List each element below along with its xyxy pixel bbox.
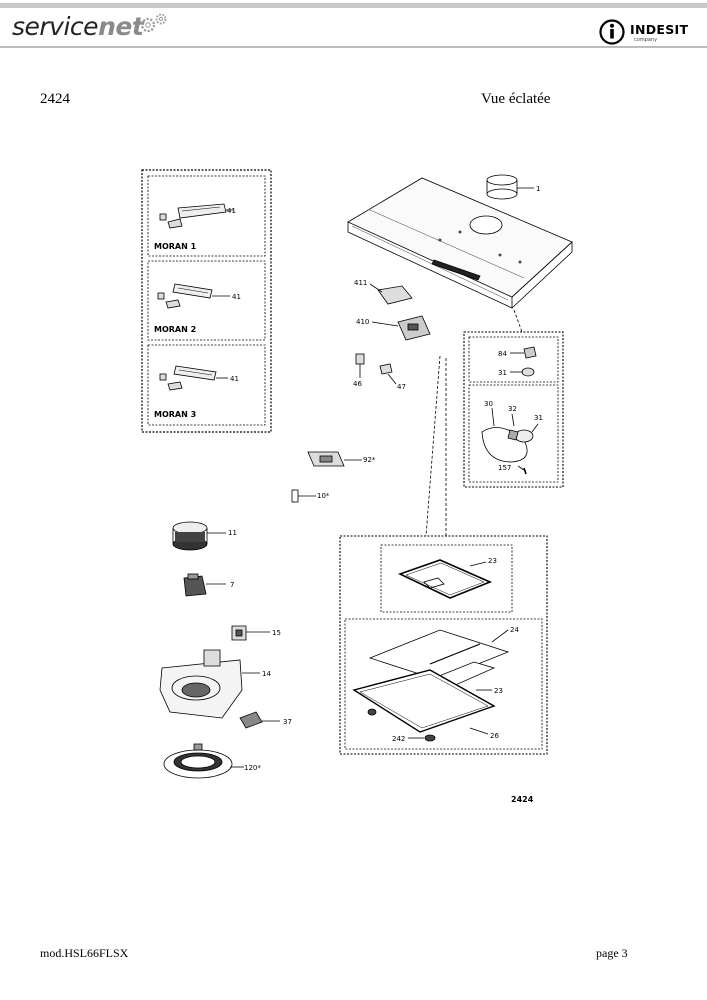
callout-32: 32: [508, 405, 517, 413]
callout-41b: 41: [232, 293, 241, 301]
page-header: servicenet INDESIT company: [0, 0, 707, 52]
part-1-collar: [486, 174, 534, 200]
indesit-i-icon: [599, 19, 625, 45]
callout-26: 26: [490, 732, 499, 740]
moran1-part: [159, 203, 234, 229]
lamp-detail-box: [463, 309, 564, 488]
part-120-plate: [163, 743, 244, 779]
servicenet-logo-a: service: [12, 12, 99, 41]
part-10: [291, 489, 316, 503]
callout-31b: 31: [534, 414, 543, 422]
callout-47: 47: [397, 383, 406, 391]
part-92: [307, 451, 362, 467]
callout-7: 7: [230, 581, 234, 589]
document-ref: 2424: [40, 91, 70, 107]
callout-411: 411: [354, 279, 367, 287]
header-rule-bottom: [0, 46, 707, 48]
part-14-housing: [159, 649, 260, 719]
callout-41c: 41: [230, 375, 239, 383]
moran2-label: MORAN 2: [154, 325, 196, 334]
callout-242: 242: [392, 735, 405, 743]
callout-15: 15: [272, 629, 281, 637]
moran3-part: [159, 365, 228, 391]
callout-11: 11: [228, 529, 237, 537]
hood-body: [347, 177, 573, 309]
callout-14: 14: [262, 670, 271, 678]
moran-panels: 41 41 41 MORAN 1 MORAN 2 MORAN 3: [141, 169, 272, 433]
view-title: Vue éclatée: [481, 91, 551, 107]
servicenet-logo-b: net: [98, 12, 144, 41]
callout-120: 120*: [244, 764, 261, 772]
callout-46: 46: [353, 380, 362, 388]
moran1-box: [147, 175, 266, 257]
indesit-sub: company: [634, 37, 658, 43]
callout-41a: 41: [227, 207, 236, 215]
model-number: mod.HSL66FLSX: [40, 946, 129, 960]
gears-icon: [140, 13, 167, 33]
header-rule-top: [0, 3, 707, 8]
callout-10: 10*: [317, 492, 330, 500]
callout-31a: 31: [498, 369, 507, 377]
moran3-label: MORAN 3: [154, 410, 196, 419]
part-46: [355, 353, 365, 378]
callout-23b: 23: [494, 687, 503, 695]
page-number: page 3: [596, 946, 628, 960]
part-410: [371, 315, 431, 341]
callout-37: 37: [283, 718, 292, 726]
moran3-box: [147, 344, 266, 426]
callout-410: 410: [356, 318, 369, 326]
diagram-ref: 2424: [511, 795, 534, 804]
filter-detail-box: [339, 355, 548, 755]
callout-92: 92*: [363, 456, 376, 464]
callout-84: 84: [498, 350, 507, 358]
part-47: [379, 363, 397, 385]
callout-157: 157: [498, 464, 511, 472]
part-37: [239, 711, 280, 729]
servicenet-logo: servicenet: [12, 12, 144, 41]
moran1-label: MORAN 1: [154, 242, 197, 251]
callout-30: 30: [484, 400, 493, 408]
moran2-part: [157, 283, 230, 309]
callout-24: 24: [510, 626, 519, 634]
indesit-wordmark: INDESIT: [630, 22, 689, 37]
part-15: [231, 625, 270, 641]
callout-23a: 23: [488, 557, 497, 565]
part-7-motor: [183, 573, 226, 597]
indesit-logo: INDESIT company: [598, 18, 688, 46]
moran-outer-box: [141, 169, 272, 433]
part-411: [369, 283, 413, 305]
part-11-fan: [172, 521, 226, 551]
callout-1: 1: [536, 185, 540, 193]
